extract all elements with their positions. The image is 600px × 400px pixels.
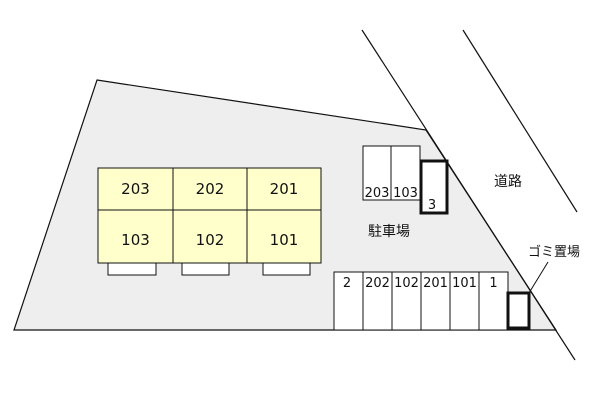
unit-label: 102 (196, 231, 225, 249)
unit-label: 103 (121, 231, 150, 249)
entrance-step (107, 262, 157, 276)
parking-slot-102: 102 (391, 271, 422, 331)
unit-101: 101 (246, 209, 322, 264)
parking-slot-201: 201 (420, 271, 451, 331)
parking-label: 駐車場 (368, 223, 410, 240)
slot-label: 1 (489, 276, 497, 291)
trash-label: ゴミ置場 (528, 244, 580, 260)
parking-slot-1: 1 (478, 271, 509, 331)
slot-label: 201 (423, 276, 448, 291)
unit-102: 102 (172, 209, 248, 264)
parking-slot-203: 203 (362, 145, 392, 201)
parking-upper: 203 103 3 (362, 145, 449, 215)
slot-label: 202 (365, 276, 390, 291)
trash-leader-line (528, 261, 549, 294)
road-label: 道路 (494, 174, 522, 190)
road-edge-left (361, 29, 576, 361)
parking-slot-101: 101 (449, 271, 480, 331)
parking-slot-3: 3 (419, 159, 449, 215)
entrance-step (262, 262, 311, 276)
slot-label: 3 (428, 198, 436, 213)
slot-label: 103 (393, 186, 418, 201)
trash-area (506, 291, 531, 330)
parking-slot-2: 2 (333, 271, 364, 331)
unit-label: 201 (270, 180, 299, 198)
parking-slot-202: 202 (362, 271, 393, 331)
unit-202: 202 (172, 167, 248, 211)
unit-201: 201 (246, 167, 322, 211)
unit-203: 203 (97, 167, 174, 211)
unit-label: 202 (196, 180, 225, 198)
slot-label: 101 (452, 276, 477, 291)
unit-label: 203 (121, 180, 150, 198)
parking-lower: 2 202 102 201 101 1 (333, 271, 509, 331)
slot-label: 102 (394, 276, 419, 291)
road-edge-right (462, 29, 578, 213)
entrance-step (181, 262, 230, 276)
slot-label: 2 (343, 276, 351, 291)
slot-label: 203 (365, 186, 390, 201)
unit-label: 101 (270, 231, 299, 249)
building: 203 202 201 103 102 101 (97, 167, 322, 264)
parking-slot-103: 103 (390, 145, 421, 201)
unit-103: 103 (97, 209, 174, 264)
